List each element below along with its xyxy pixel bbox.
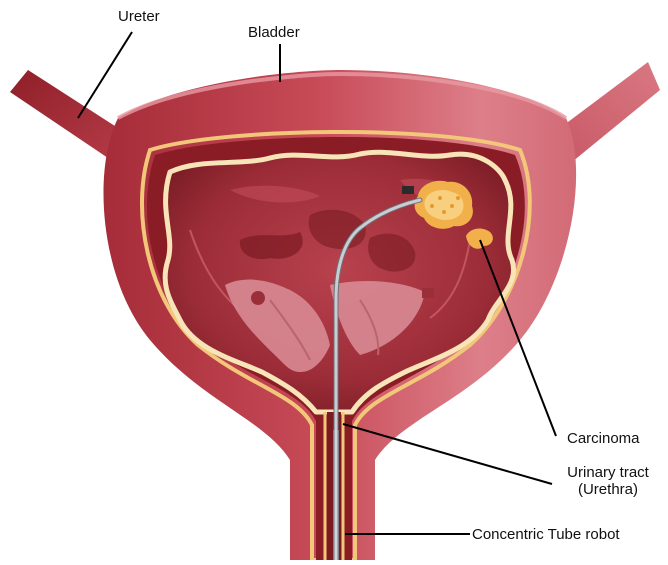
robot-tip-marker — [402, 186, 414, 194]
urinary-tract-label-line2: (Urethra) — [556, 481, 660, 498]
urinary-tract-label: Urinary tract (Urethra) — [556, 464, 660, 498]
ureter-left — [10, 70, 118, 158]
robot-label: Concentric Tube robot — [472, 526, 620, 543]
urinary-tract-label-line1: Urinary tract — [556, 464, 660, 481]
bladder-label: Bladder — [248, 24, 300, 41]
ureter-right — [560, 62, 660, 162]
carcinoma-label: Carcinoma — [567, 430, 640, 447]
ureteral-orifice-right — [422, 288, 434, 298]
ureter-leader — [78, 32, 132, 118]
ureteral-orifice-left — [251, 291, 265, 305]
ureter-label: Ureter — [118, 8, 160, 25]
